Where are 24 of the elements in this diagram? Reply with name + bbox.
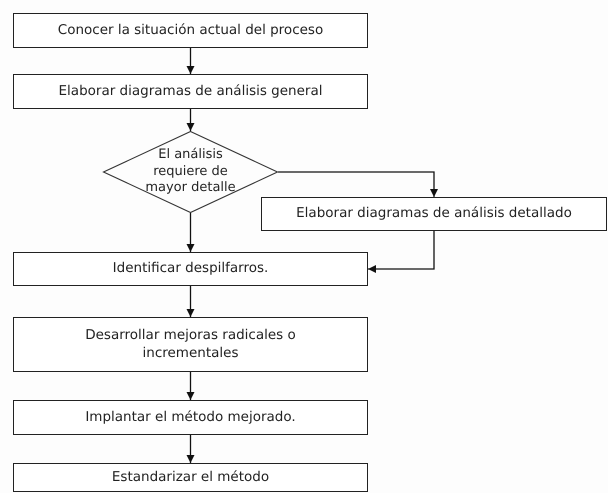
- step-label: Desarrollar mejoras radicales o incrementales: [84, 326, 297, 362]
- arrow: [186, 435, 194, 463]
- arrow: [186, 286, 194, 317]
- process-box: [13, 463, 368, 492]
- step-label: Elaborar diagramas de análisis detallado: [296, 205, 572, 223]
- decision-diamond: [103, 131, 278, 213]
- step-label: Elaborar diagramas de análisis general: [58, 82, 322, 100]
- process-box: [13, 317, 368, 372]
- process-box: [13, 252, 368, 286]
- step-label: Estandarizar el método: [112, 468, 270, 486]
- step-label: El análisis requiere de mayor detalle: [144, 146, 237, 198]
- process-box: [13, 74, 368, 109]
- step-label: Conocer la situación actual del proceso: [58, 22, 324, 40]
- arrow: [368, 231, 435, 273]
- arrow: [186, 213, 194, 252]
- arrow: [278, 171, 438, 197]
- arrow: [186, 372, 194, 400]
- step-label: Implantar el método mejorado.: [85, 408, 296, 426]
- process-box: [13, 400, 368, 435]
- process-box: [261, 197, 607, 231]
- step-label: Identificar despilfarros.: [112, 260, 268, 278]
- arrow: [186, 48, 194, 74]
- arrow: [186, 109, 194, 131]
- process-box: [13, 13, 368, 48]
